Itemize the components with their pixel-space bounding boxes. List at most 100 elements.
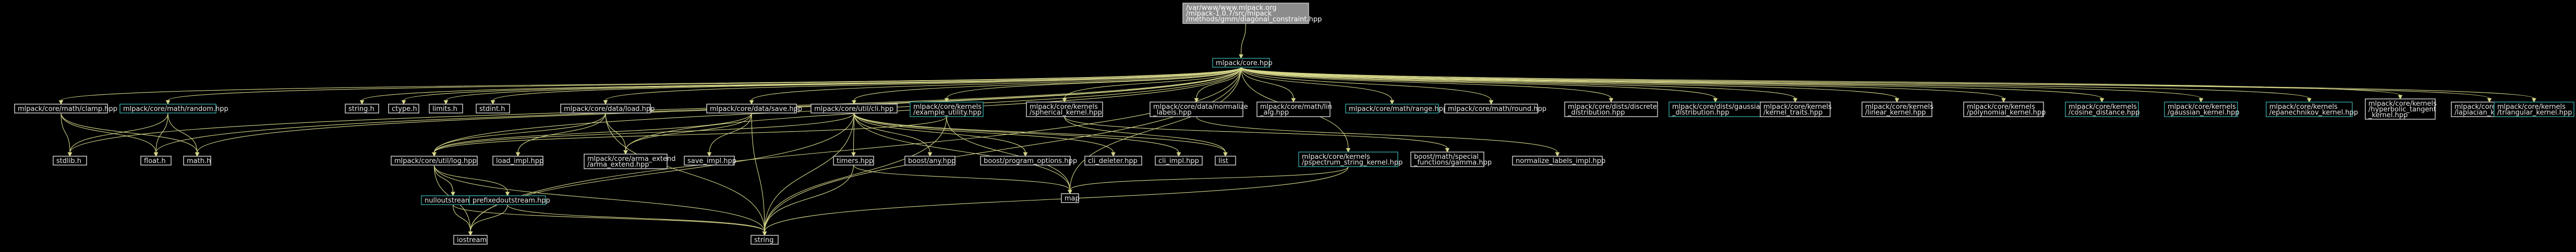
edge-arrowhead: [1555, 152, 1560, 157]
edge-arrowhead: [515, 152, 521, 157]
edge-line: [1240, 67, 1716, 99]
edge-line: [853, 165, 1071, 191]
node-label: /kernel_traits.hpp: [1763, 109, 1823, 117]
edge-core-to-stdint: [490, 67, 1242, 105]
node-box: [1861, 102, 1932, 117]
edge-arrowhead: [1346, 148, 1351, 153]
edge-line: [946, 67, 1242, 99]
node-label: mlpack/core/math/round.hpp: [1448, 105, 1546, 113]
edge-save-to-string: [751, 112, 767, 236]
node-label: mlpack/core/kernels: [2269, 103, 2338, 111]
edge-arrowhead: [58, 100, 64, 105]
node-load: mlpack/core/data/load.hpp: [560, 104, 655, 114]
node-box: [391, 156, 478, 166]
node-range[interactable]: mlpack/core/math/range.hpp: [1345, 104, 1447, 114]
edge-line: [1240, 67, 2310, 99]
node-box: [2266, 102, 2353, 117]
node-label: _functions/gamma.hpp: [1413, 159, 1492, 167]
edge-line: [61, 112, 70, 153]
edge-arrowhead: [490, 100, 495, 105]
node-save: mlpack/core/data/save.hpp: [706, 104, 802, 114]
node-label: normalize_labels_impl.hpp: [1516, 157, 1605, 165]
node-core[interactable]: mlpack/core.hpp: [1212, 58, 1273, 68]
edge-line: [1240, 67, 2535, 99]
node-label: stdint.h: [479, 105, 505, 113]
node-gaussdist[interactable]: mlpack/core/dists/gaussian_distribution.…: [1668, 102, 1764, 117]
node-string: string: [751, 235, 779, 245]
node-label: mlpack/core/kernels: [2168, 103, 2236, 111]
node-label: mlpack/core/data/save.hpp: [710, 105, 802, 113]
edge-line: [61, 67, 1242, 101]
node-label: cli_impl.hpp: [1158, 157, 1199, 165]
edge-arrowhead: [1176, 152, 1181, 157]
node-cosine[interactable]: mlpack/core/kernels/cosine_distance.hpp: [2065, 102, 2140, 117]
edge-arrowhead: [707, 152, 712, 157]
edge-arrowhead: [1489, 100, 1494, 105]
node-label: iostream: [457, 236, 487, 244]
edge-line: [946, 116, 1071, 191]
edge-line: [764, 112, 855, 232]
node-boostany: boost/any.hpp: [904, 156, 956, 166]
node-label: mlpack/core.hpp: [1216, 59, 1273, 67]
node-box: [684, 156, 735, 166]
node-iostream: iostream: [453, 235, 488, 245]
node-box: [1155, 156, 1203, 166]
edge-save-to-saveimpl: [707, 112, 752, 157]
node-layer: /var/www/www.mlpack.org/mlpack-1.0.7/src…: [14, 3, 2574, 245]
node-gausskern[interactable]: mlpack/core/kernels/gaussian_kernel.hpp: [2164, 102, 2240, 117]
node-label: mlpack/core/kernels: [1763, 103, 1832, 111]
node-normlabels: mlpack/core/data/normalize_labels.hpp: [1150, 102, 1248, 117]
node-label: mlpack/core/dists/discrete: [1568, 103, 1657, 111]
node-random[interactable]: mlpack/core/math/random.hpp: [119, 104, 228, 114]
edge-random-to-math: [167, 112, 200, 157]
edge-arrowhead: [1023, 152, 1028, 157]
node-prefixed[interactable]: prefixedoutstream.hpp: [469, 195, 550, 205]
edge-core-to-normlabels: [1194, 67, 1242, 103]
edge-line: [1196, 116, 1558, 153]
node-box: [2065, 102, 2139, 117]
edge-arrowhead: [2099, 98, 2105, 103]
node-box: [1026, 102, 1103, 117]
node-label: mlpack/core/kernels: [913, 103, 982, 111]
edge-line: [433, 116, 947, 153]
edge-arrowhead: [1609, 98, 1614, 103]
edge-random-to-stdlib: [67, 112, 168, 157]
edge-layer: [58, 23, 2536, 236]
node-label: /triangular_kernel.hpp: [2497, 109, 2572, 117]
node-rwutil[interactable]: mlpack/core/kernels/example_utility.hpp: [910, 102, 984, 117]
node-label: ctype.h: [392, 105, 417, 113]
node-epan[interactable]: mlpack/core/kernels/epanechnikov_kernel.…: [2266, 102, 2358, 117]
edge-arrowhead: [944, 98, 949, 103]
edge-arrowhead: [1713, 98, 1718, 103]
node-pspectrum[interactable]: mlpack/core/kernels/pspectrum_string_ker…: [1298, 152, 1402, 167]
edge-load-to-loadimpl: [515, 112, 606, 157]
edge-arrowhead: [468, 231, 473, 236]
edge-line: [507, 204, 765, 232]
edge-spherical-to-gamma: [1064, 116, 1450, 153]
node-box: [388, 104, 419, 114]
edge-line: [764, 166, 1349, 232]
edge-core-to-save: [749, 67, 1242, 105]
edge-spherical-to-list: [1064, 116, 1228, 157]
node-box: [183, 156, 211, 166]
node-box: [980, 156, 1071, 166]
node-box: [706, 104, 797, 114]
node-triangular[interactable]: mlpack/core/kernels/triangular_kernel.hp…: [2494, 102, 2574, 117]
edge-arrowhead: [1239, 54, 1243, 59]
edge-line: [470, 67, 1242, 232]
node-box: [119, 104, 216, 114]
node-box: [14, 104, 108, 114]
edge-line: [470, 204, 508, 232]
edge-line: [1240, 23, 1247, 55]
node-cliimpl: cli_impl.hpp: [1155, 156, 1203, 166]
edge-line: [155, 67, 1242, 153]
node-loadimpl: load_impl.hpp: [492, 156, 543, 166]
node-box: [1212, 58, 1270, 68]
edge-line: [853, 67, 1242, 101]
node-box: [1215, 156, 1236, 166]
node-box: [1963, 102, 2044, 117]
edge-arrowhead: [1068, 190, 1072, 195]
node-normimpl: normalize_labels_impl.hpp: [1512, 156, 1605, 166]
node-hyper: mlpack/core/kernels/hyperbolic_tangent_k…: [2365, 98, 2437, 120]
node-label: _distribution.hpp: [1672, 109, 1729, 117]
